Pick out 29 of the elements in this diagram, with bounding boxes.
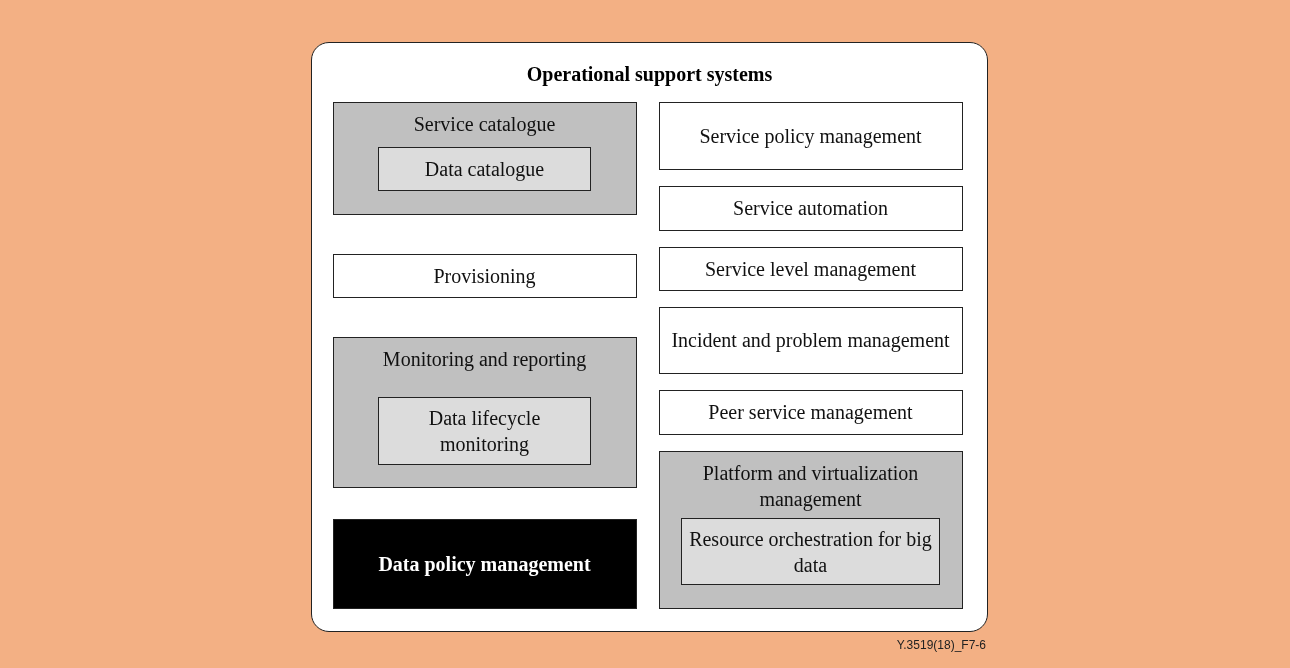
box-label: Service level management [704, 256, 917, 282]
box-label: Service automation [732, 196, 889, 221]
group-box [658, 450, 963, 609]
component-box [658, 101, 963, 170]
box-label: Incident and problem management [670, 328, 951, 353]
panel-title: Operational support systems [525, 62, 774, 87]
group-box [332, 101, 637, 215]
box-label: Peer service management [707, 400, 914, 425]
box-label: Monitoring and reporting [381, 346, 588, 372]
component-box [681, 518, 940, 585]
box-label: Data catalogue [423, 157, 546, 182]
system-panel [311, 42, 988, 632]
box-label: Data policy management [377, 551, 592, 577]
box-label: Data lifecycle monitoring [427, 406, 542, 457]
component-box [332, 518, 637, 609]
figure-id: Y.3519(18)_F7-6 [896, 638, 986, 652]
component-box [658, 306, 963, 374]
group-box [332, 336, 637, 488]
component-box [658, 246, 963, 291]
box-label: Platform and virtualization management [701, 460, 920, 512]
component-box [378, 147, 591, 191]
component-box [378, 397, 591, 465]
box-label: Provisioning [432, 263, 537, 289]
box-label: Resource orchestration for big data [688, 526, 933, 578]
component-box [658, 389, 963, 435]
box-label: Service policy management [698, 123, 923, 149]
component-box [332, 253, 637, 298]
box-label: Service catalogue [412, 111, 557, 137]
component-box [658, 185, 963, 231]
